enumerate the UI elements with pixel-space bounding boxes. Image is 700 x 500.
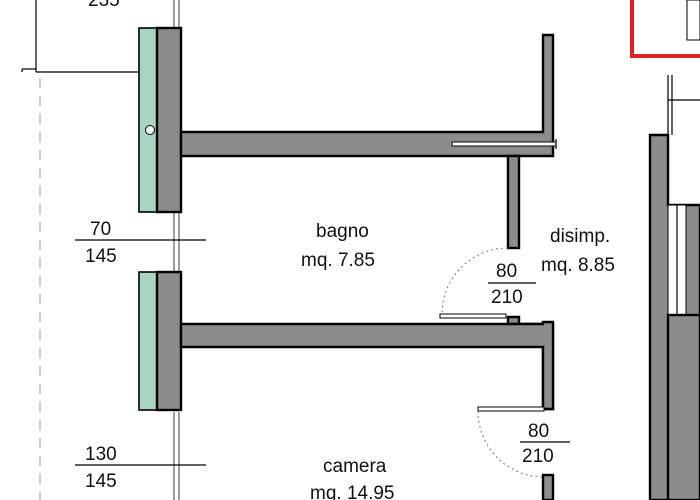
window-1-width: 70 xyxy=(90,219,111,240)
bagno-disimp-stub-wall xyxy=(506,154,521,250)
glass-panel-lower xyxy=(138,271,158,411)
left-wall-lower xyxy=(155,270,183,412)
room-disimp-area: mq. 8.85 xyxy=(541,255,615,276)
room-camera-name: camera xyxy=(323,456,387,477)
door-1-width: 80 xyxy=(496,261,517,282)
highlight-inner-mark xyxy=(686,0,700,41)
room-bagno-area: mq. 7.85 xyxy=(301,250,375,271)
highlight-box xyxy=(630,0,700,58)
camera-door-leaf xyxy=(477,406,545,412)
balcony-outline xyxy=(21,0,138,73)
door-leaf-top xyxy=(451,141,557,147)
top-cut-dimension: 235 xyxy=(88,0,120,11)
glass-panel-upper xyxy=(138,27,158,213)
bagno-door-swing xyxy=(441,247,509,315)
camera-door-swing xyxy=(477,410,545,478)
bagno-top-wall xyxy=(179,33,555,158)
room-bagno-name: bagno xyxy=(316,221,369,242)
door-1-height: 210 xyxy=(491,287,523,308)
left-wall-upper xyxy=(155,26,183,214)
bagno-camera-wall-main xyxy=(179,320,555,411)
window-2-width: 130 xyxy=(85,444,117,465)
right-wall-lower xyxy=(666,313,700,500)
door-2-height: 210 xyxy=(522,446,554,467)
door-2-width: 80 xyxy=(528,421,549,442)
room-camera-area: mq. 14.95 xyxy=(310,483,395,500)
room-disimp-name: disimp. xyxy=(550,226,610,247)
pivot-marker xyxy=(145,125,155,135)
window-2-height: 145 xyxy=(85,471,117,492)
camera-lower-stub xyxy=(541,473,555,500)
window-1-height: 145 xyxy=(85,246,117,267)
window-strip-lines xyxy=(173,0,180,500)
bagno-door-leaf xyxy=(439,313,507,319)
